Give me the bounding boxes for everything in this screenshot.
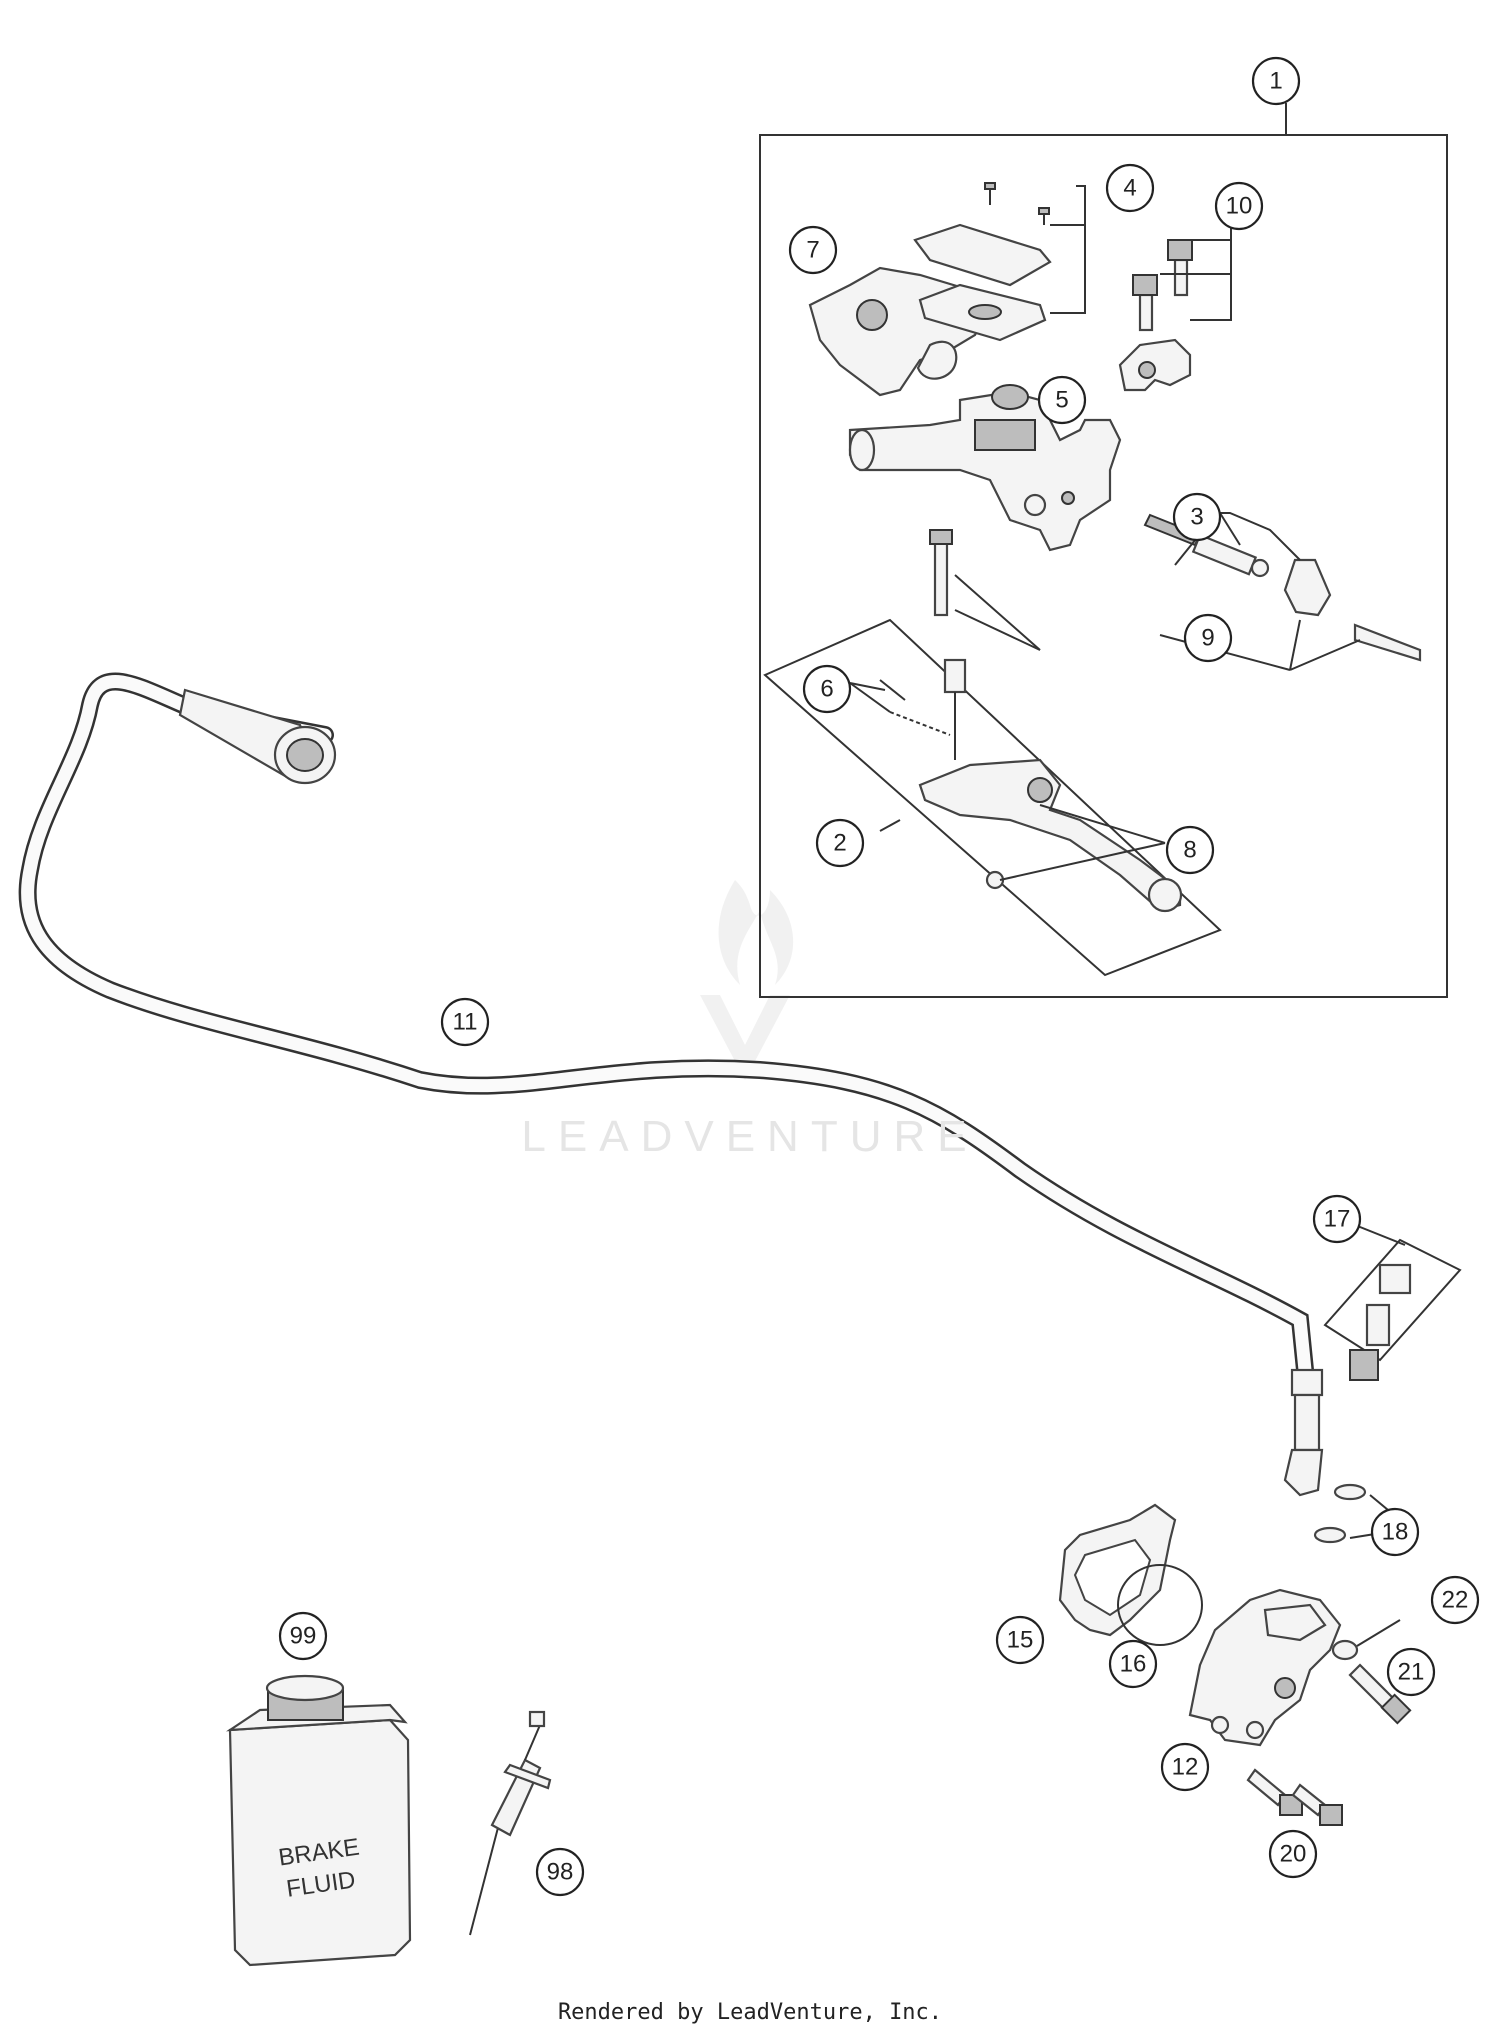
callout-10[interactable]: 10 — [1214, 181, 1264, 231]
callout-12[interactable]: 12 — [1160, 1742, 1210, 1792]
callout-21[interactable]: 21 — [1386, 1647, 1436, 1697]
callout-11[interactable]: 11 — [440, 997, 490, 1047]
svg-text:99: 99 — [290, 1623, 317, 1650]
svg-text:21: 21 — [1398, 1659, 1425, 1686]
callout-5[interactable]: 5 — [1037, 375, 1087, 425]
svg-text:1: 1 — [1269, 68, 1282, 95]
callout-8[interactable]: 8 — [1165, 825, 1215, 875]
syringe — [469, 1710, 552, 1936]
svg-text:17: 17 — [1324, 1206, 1351, 1233]
cover-plate — [913, 182, 1052, 342]
handlebar-clamp — [1118, 239, 1193, 392]
o-ring — [1117, 1564, 1203, 1646]
callout-20[interactable]: 20 — [1268, 1829, 1318, 1879]
svg-text:18: 18 — [1382, 1519, 1409, 1546]
lever-group — [763, 529, 1222, 977]
callout-98[interactable]: 98 — [535, 1847, 585, 1897]
bleed-kit — [1323, 1220, 1462, 1381]
svg-text:22: 22 — [1442, 1587, 1469, 1614]
callout-7[interactable]: 7 — [788, 225, 838, 275]
svg-text:98: 98 — [547, 1859, 574, 1886]
svg-text:5: 5 — [1055, 387, 1068, 414]
part-5-cap — [991, 384, 1029, 410]
svg-text:6: 6 — [820, 676, 833, 703]
svg-text:11: 11 — [453, 1009, 478, 1036]
bolts-20 — [1246, 1768, 1343, 1826]
svg-text:12: 12 — [1172, 1754, 1199, 1781]
svg-text:7: 7 — [806, 237, 819, 264]
master-cylinder-body — [848, 390, 1122, 552]
callout-4[interactable]: 4 — [1105, 163, 1155, 213]
clutch-hose — [18, 672, 1324, 1497]
bolt-and-washer — [1331, 1619, 1412, 1725]
watermark-logo-icon — [700, 880, 794, 1080]
gasket — [1058, 1503, 1177, 1637]
assembly-box — [759, 103, 1448, 998]
callout-17[interactable]: 17 — [1312, 1194, 1362, 1244]
svg-text:20: 20 — [1280, 1841, 1307, 1868]
callout-9[interactable]: 9 — [1183, 613, 1233, 663]
svg-text:16: 16 — [1120, 1651, 1147, 1678]
leader-lines — [849, 185, 1361, 881]
footer-credit: Rendered by LeadVenture, Inc. — [557, 2000, 943, 2025]
callout-18[interactable]: 18 — [1370, 1507, 1420, 1557]
svg-text:15: 15 — [1007, 1627, 1034, 1654]
callout-3[interactable]: 3 — [1172, 492, 1222, 542]
svg-text:4: 4 — [1123, 175, 1136, 202]
callout-6[interactable]: 6 — [802, 664, 852, 714]
callout-16[interactable]: 16 — [1108, 1639, 1158, 1689]
svg-text:10: 10 — [1226, 193, 1253, 220]
callout-99[interactable]: 99 — [278, 1611, 328, 1661]
svg-text:9: 9 — [1201, 625, 1214, 652]
callout-15[interactable]: 15 — [995, 1615, 1045, 1665]
slave-cylinder — [1188, 1588, 1342, 1747]
svg-text:8: 8 — [1183, 837, 1196, 864]
callout-2[interactable]: 2 — [815, 818, 865, 868]
svg-text:3: 3 — [1190, 504, 1203, 531]
watermark-text: LEADVENTURE — [521, 1112, 979, 1161]
brake-fluid-bottle — [225, 1674, 412, 1967]
callout-22[interactable]: 22 — [1430, 1575, 1480, 1625]
callout-1[interactable]: 1 — [1251, 56, 1301, 106]
svg-text:2: 2 — [833, 830, 846, 857]
